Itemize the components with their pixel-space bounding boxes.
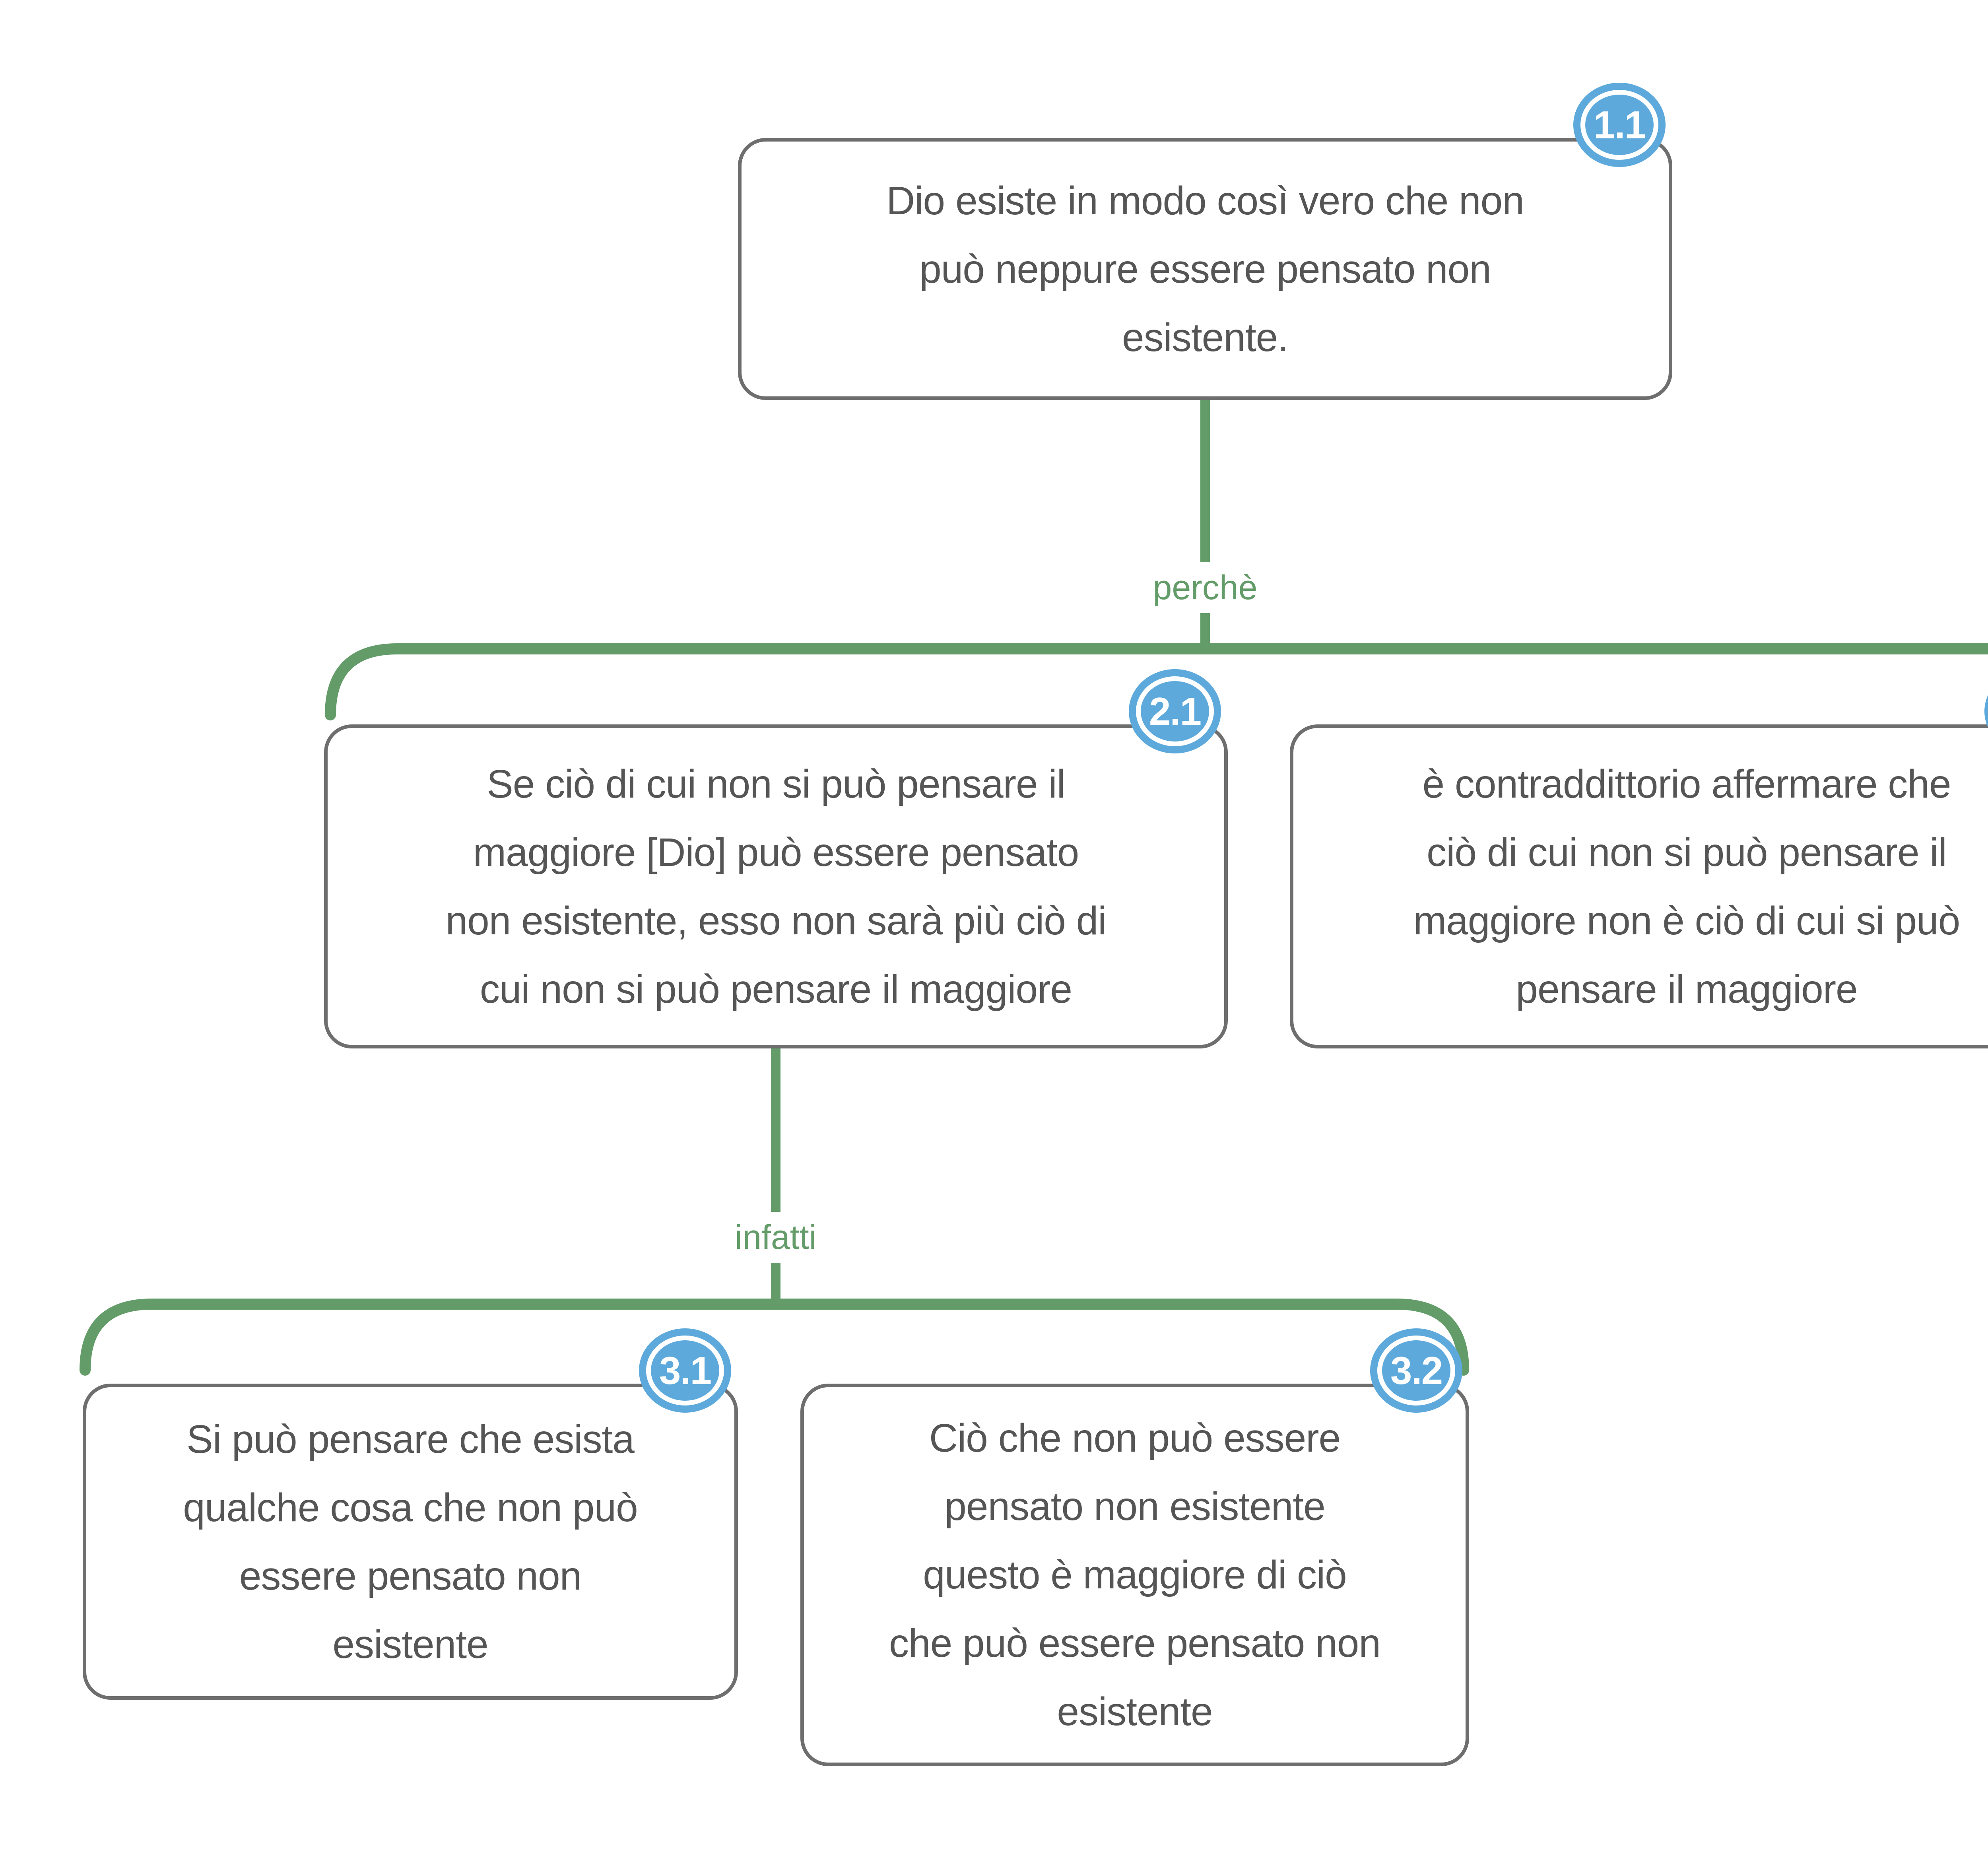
argument-node-1-1: 1.1 Dio esiste in modo così vero che non… [738, 83, 1672, 400]
bracket-level-2 [325, 643, 1988, 720]
bracket-level-3 [80, 1299, 1469, 1376]
node-badge-number: 3.1 [659, 1348, 712, 1392]
node-badge-1-1: 1.1 [1573, 83, 1666, 167]
relation-label-infatti: infatti [724, 1212, 827, 1263]
node-text: Si può pensare che esista qualche cosa c… [183, 1417, 638, 1667]
argument-node-3-1: 3.1 Si può pensare che esista qualche co… [83, 1328, 738, 1700]
argument-node-2-1: 2.1 Se ciò di cui non si può pensare il … [324, 669, 1228, 1048]
node-badge-2-1: 2.1 [1129, 669, 1221, 753]
node-badge-2-2: 2.2 [1984, 669, 1988, 753]
argument-node-3-2: 3.2 Ciò che non può essere pensato non e… [800, 1328, 1469, 1766]
node-text: Dio esiste in modo così vero che non può… [886, 178, 1524, 360]
node-text: Ciò che non può essere pensato non esist… [889, 1416, 1381, 1734]
node-badge-number: 3.2 [1390, 1348, 1443, 1392]
relation-label-perche: perchè [1142, 562, 1268, 613]
node-text: è contraddittorio affermare che ciò di c… [1413, 761, 1960, 1011]
node-badge-number: 1.1 [1593, 103, 1646, 147]
node-badge-number: 2.1 [1149, 689, 1202, 733]
node-text: Se ciò di cui non si può pensare il magg… [445, 761, 1107, 1011]
node-badge-3-2: 3.2 [1370, 1328, 1462, 1413]
node-badge-3-1: 3.1 [639, 1328, 731, 1413]
argument-node-2-2: 2.2 è contraddittorio affermare che ciò … [1290, 669, 1988, 1048]
